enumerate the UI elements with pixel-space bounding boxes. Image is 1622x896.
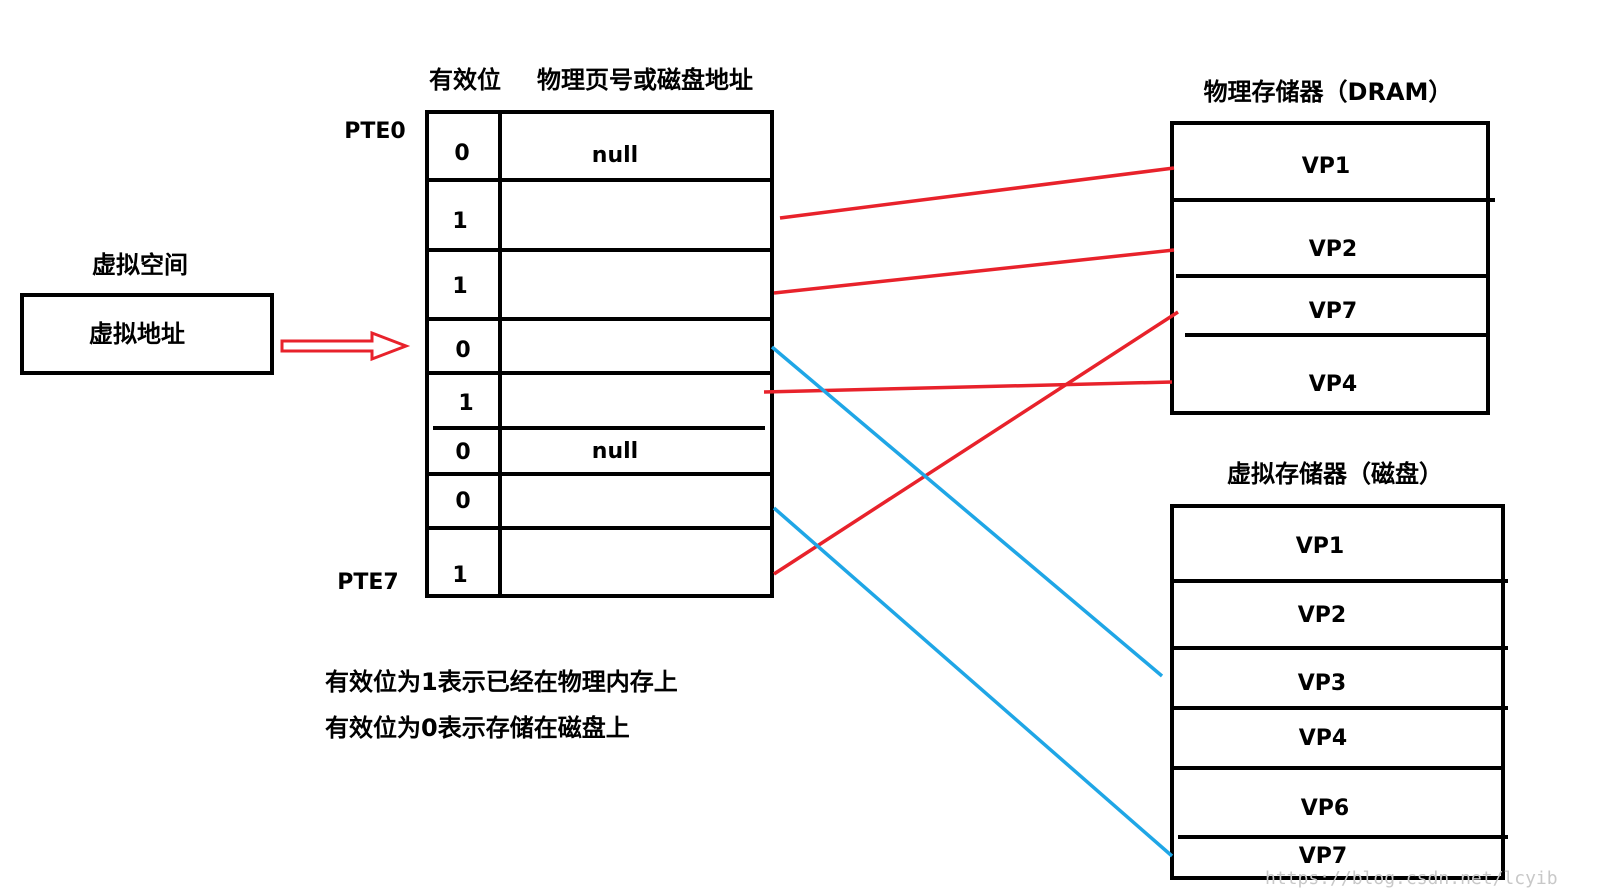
pte1-to-dram-vp1-link [779,166,1175,220]
pte-valid-bit: 0 [454,141,469,166]
pte-address: null [592,439,638,464]
disk-page: VP3 [1298,671,1346,696]
pte3-to-disk-vp3-link [770,345,1164,678]
disk-page: VP6 [1301,796,1349,821]
watermark: https://blog.csdn.net/lcyib [1265,868,1558,889]
virtual-address-box [20,293,274,375]
disk-page: VP7 [1299,844,1347,869]
pte-valid-bit: 0 [455,489,470,514]
pte-valid-bit: 1 [452,274,467,299]
virtual-memory-frame [1170,504,1505,880]
disk-page: VP2 [1298,603,1346,628]
dram-page: VP1 [1302,154,1350,179]
virtual-address-label: 虚拟地址 [89,320,185,348]
virtual-memory-title: 虚拟存储器（磁盘） [1227,460,1443,488]
pte-valid-bit: 0 [455,440,470,465]
dram-page: VP7 [1309,299,1357,324]
valid-bit-note-1: 有效位为1表示已经在物理内存上 [325,668,678,696]
valid-bit-note-0: 有效位为0表示存储在磁盘上 [325,714,630,742]
pte-valid-bit: 1 [452,209,467,234]
disk-page: VP4 [1299,726,1347,751]
physical-memory-frame [1170,121,1490,415]
pte-valid-bit: 1 [452,563,467,588]
dram-page: VP2 [1309,237,1357,262]
pte7-label: PTE7 [337,570,398,595]
pte-valid-bit: 1 [458,391,473,416]
pte-valid-bit: 0 [455,338,470,363]
page-table-frame [425,110,774,598]
pte-address: null [592,143,638,168]
lookup-arrow-icon [280,330,411,362]
disk-page: VP1 [1296,534,1344,559]
pte7-to-dram-vp7-link [773,310,1179,576]
pte2-to-dram-vp2-link [773,248,1175,295]
valid-bit-header: 有效位 [429,66,501,94]
pte4-to-dram-vp4-link [763,380,1173,394]
pte0-label: PTE0 [344,119,405,144]
pte6-to-disk-vp6-link [772,506,1174,858]
dram-page: VP4 [1309,372,1357,397]
address-header: 物理页号或磁盘地址 [537,66,753,94]
virtual-space-title: 虚拟空间 [92,251,188,279]
physical-memory-title: 物理存储器（DRAM） [1204,78,1453,106]
